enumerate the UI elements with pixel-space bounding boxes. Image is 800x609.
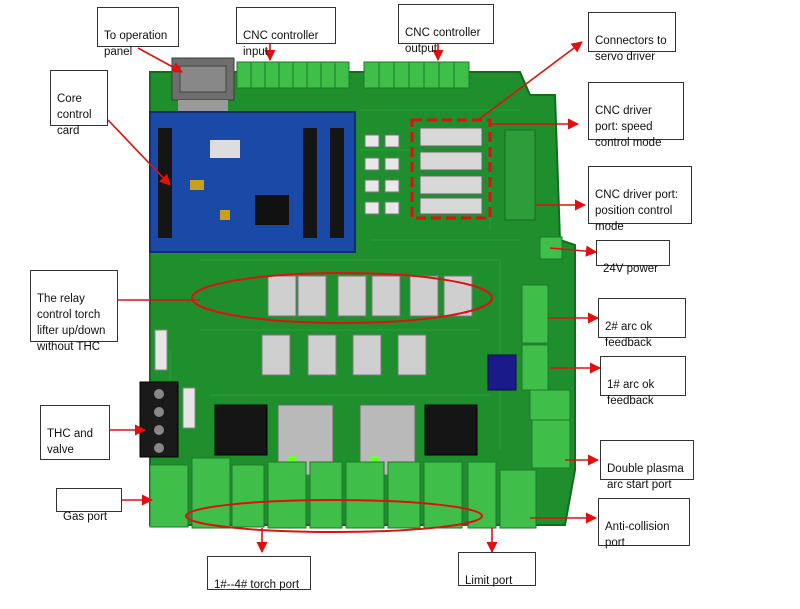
label-limit-port: Limit port [458, 552, 536, 587]
relay-row-upper [267, 275, 473, 317]
label-operation-panel-text: To operation panel [104, 30, 168, 58]
label-speed-mode-text: CNC driver port: speed control mode [595, 105, 662, 149]
label-core-card-text: Core control card [57, 93, 92, 137]
servo-driver-ports [419, 127, 536, 221]
label-position-mode: CNC driver port: position control mode [588, 166, 692, 233]
label-24v-power: 24V power [596, 240, 670, 275]
label-speed-mode: CNC driver port: speed control mode [588, 82, 684, 149]
relay-sockets [214, 404, 478, 456]
label-double-plasma-text: Double plasma arc start port [607, 463, 684, 491]
core-control-card [149, 111, 356, 253]
label-double-plasma: Double plasma arc start port [600, 440, 694, 491]
label-arc-ok-2: 2# arc ok feedback [598, 298, 686, 349]
label-gas-port: Gas port [56, 488, 122, 523]
thc-valve-terminal [139, 381, 179, 458]
label-cnc-output-text: CNC controller output [405, 27, 481, 55]
relay-row-lower [261, 334, 427, 376]
fuses [154, 329, 196, 429]
arrow-servo-connectors [477, 41, 583, 121]
label-operation-panel: To operation panel [97, 7, 179, 58]
cnc-input-terminals [236, 61, 350, 89]
operation-panel-connector [171, 57, 235, 114]
label-core-card: Core control card [50, 70, 108, 137]
label-cnc-input: CNC controller input [236, 7, 336, 58]
servo-highlight-box [410, 118, 492, 220]
label-limit-port-text: Limit port [465, 575, 513, 587]
annotation-arrows [107, 41, 602, 554]
arrow-24v-power [549, 245, 598, 257]
arrow-operation-panel [137, 47, 183, 73]
label-arc-ok-2-text: 2# arc ok feedback [605, 321, 653, 349]
label-cnc-output: CNC controller output [398, 4, 494, 55]
label-thc-valve-text: THC and valve [47, 428, 94, 456]
label-arc-ok-1-text: 1# arc ok feedback [607, 379, 655, 407]
label-position-mode-text: CNC driver port: position control mode [595, 189, 679, 233]
arrow-core-card [107, 119, 171, 186]
torch-port-highlight-ellipse [185, 499, 483, 533]
label-servo-connectors: Connectors to servo driver [588, 12, 676, 63]
right-side-terminals [521, 284, 571, 469]
label-cnc-input-text: CNC controller input [243, 30, 319, 58]
small-components [364, 134, 400, 215]
label-anti-collision: Anti-collision port [598, 498, 690, 549]
label-servo-connectors-text: Connectors to servo driver [595, 35, 667, 63]
label-torch-port-text: 1#--4# torch port [214, 579, 300, 591]
label-anti-collision-text: Anti-collision port [605, 521, 670, 549]
label-arc-ok-1: 1# arc ok feedback [600, 356, 686, 407]
label-relay-torch: The relay control torch lifter up/down w… [30, 270, 118, 353]
label-thc-valve: THC and valve [40, 405, 110, 460]
label-relay-torch-text: The relay control torch lifter up/down w… [37, 293, 106, 353]
cnc-output-terminals [363, 61, 470, 89]
label-torch-port: 1#--4# torch port [207, 556, 311, 591]
relay-highlight-ellipse [191, 272, 493, 324]
label-gas-port-text: Gas port [63, 511, 108, 523]
label-24v-power-text: 24V power [603, 263, 658, 275]
arc-ok-relay [487, 354, 517, 391]
